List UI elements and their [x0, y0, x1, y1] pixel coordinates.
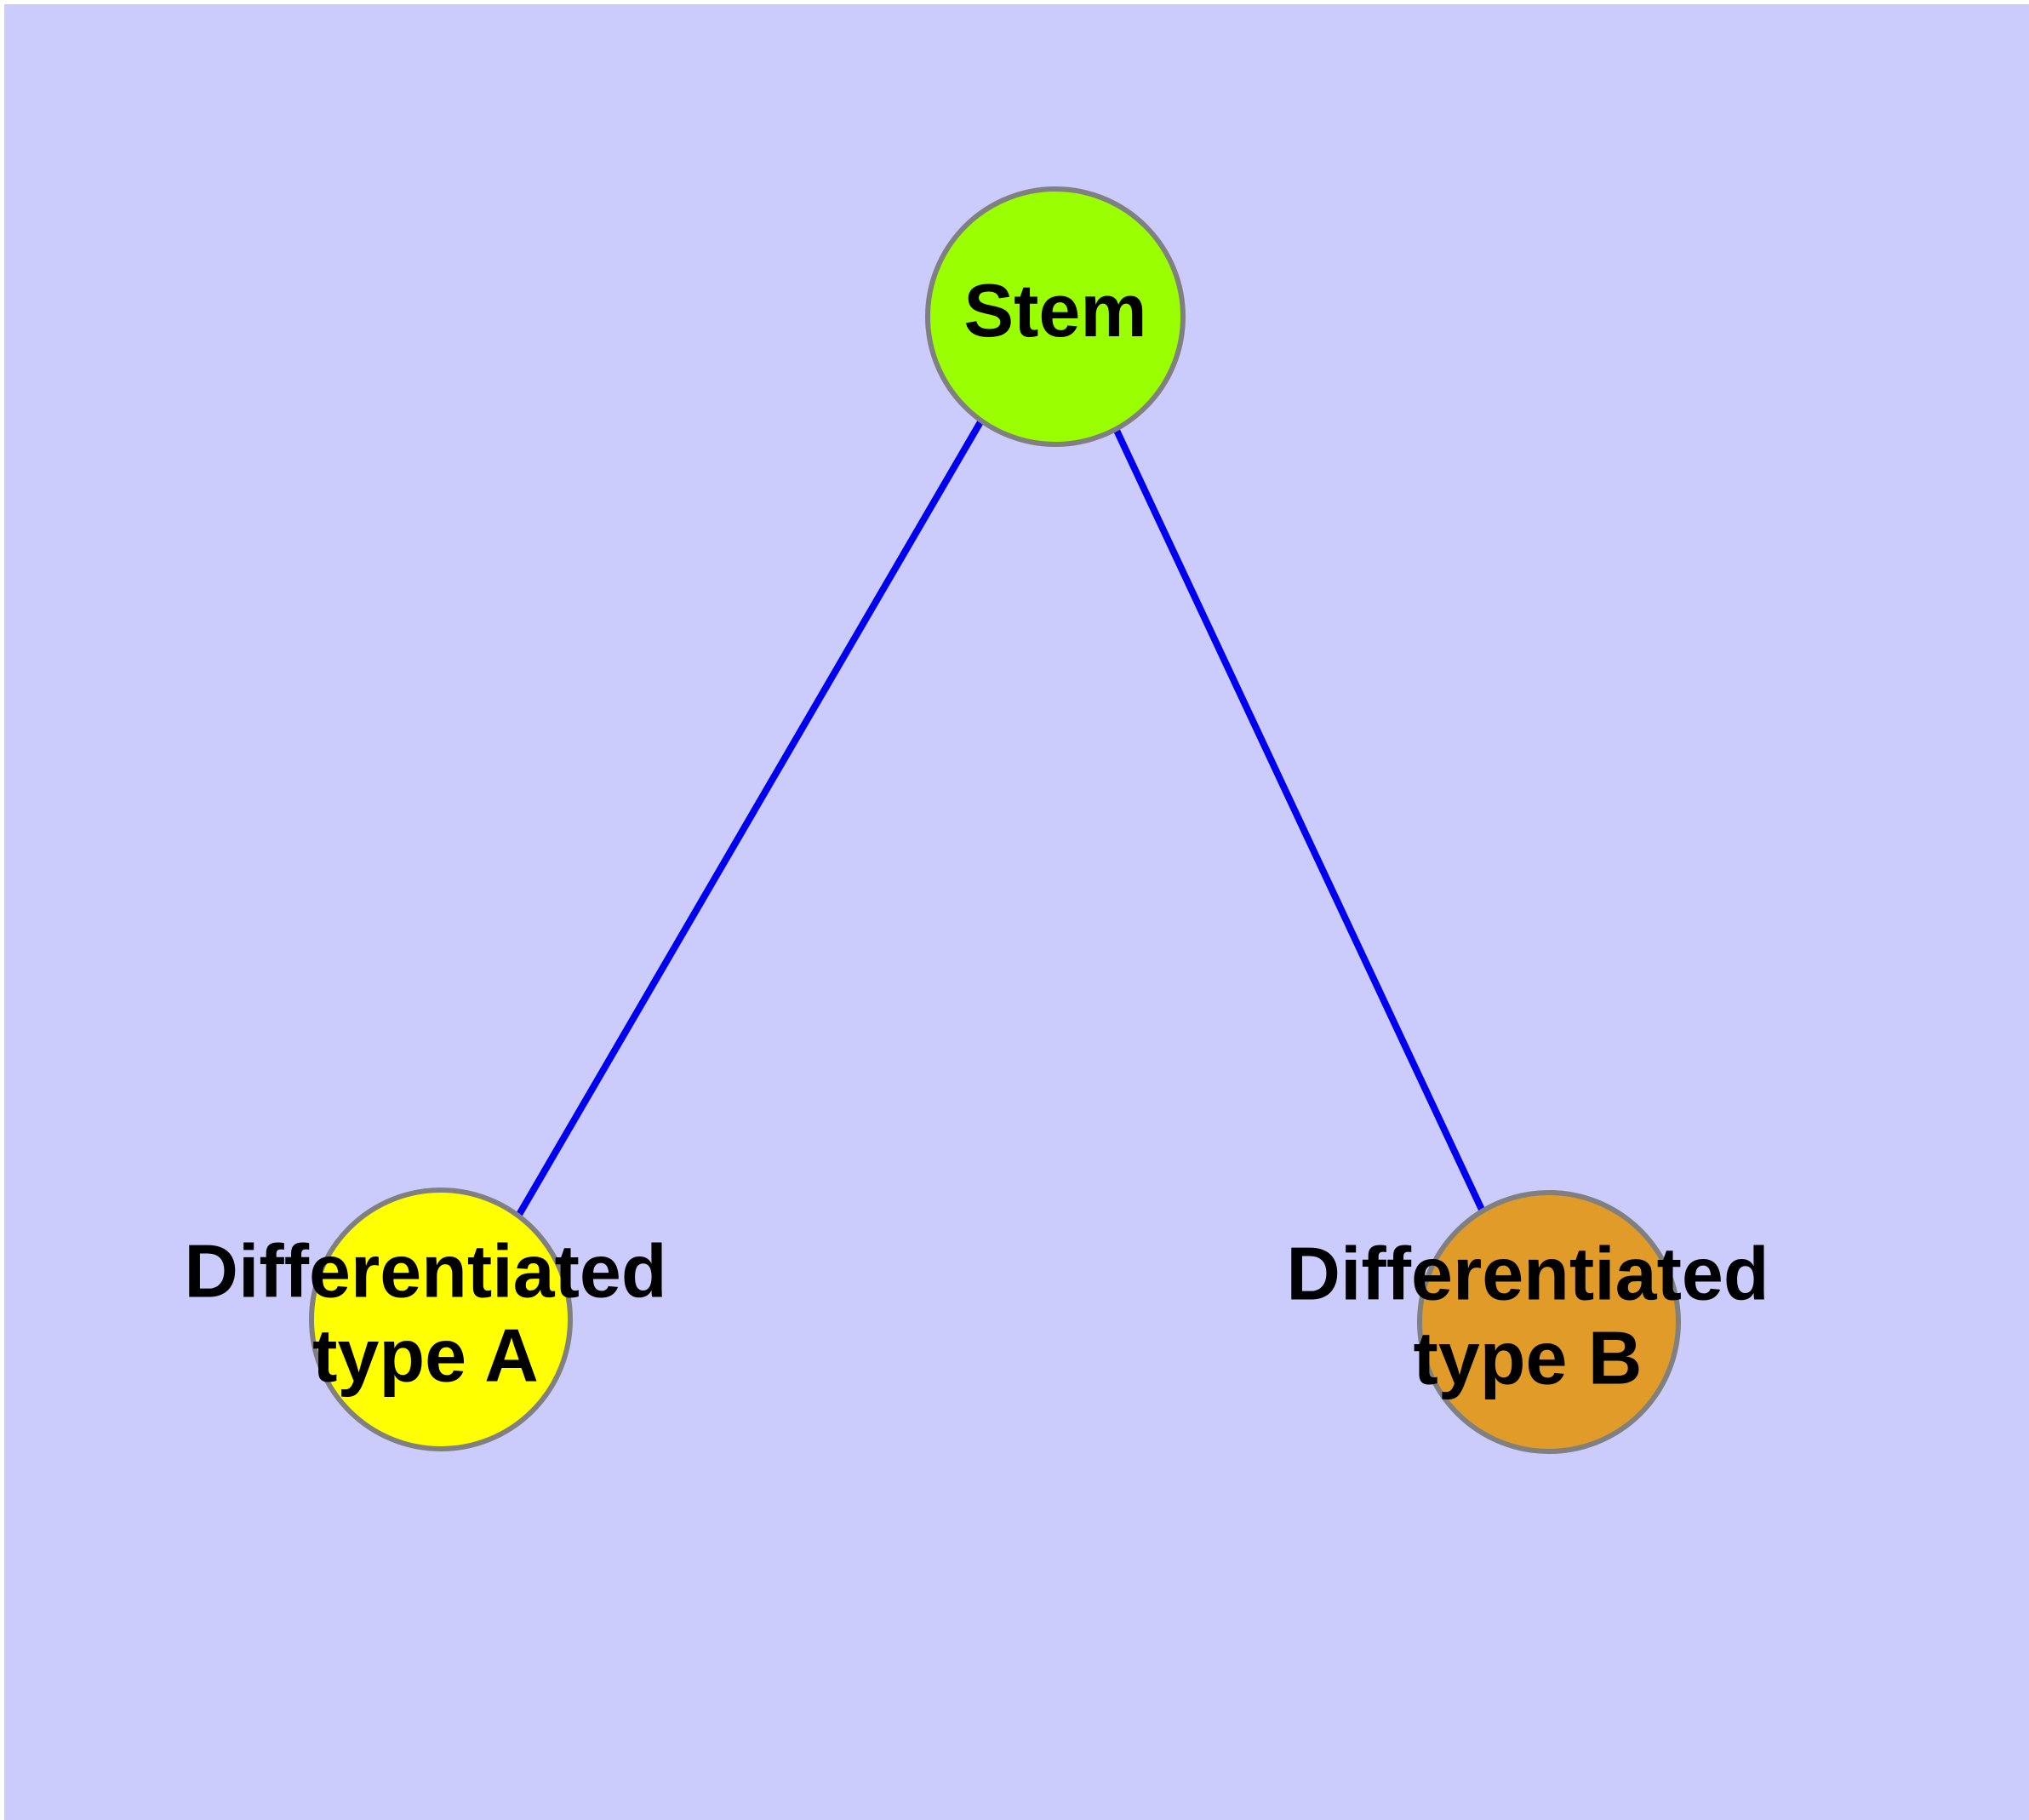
- node-differentiated-type-b[interactable]: [1417, 1190, 1681, 1454]
- nodes-layer: [309, 186, 1681, 1454]
- node-circle-stem[interactable]: [925, 186, 1186, 447]
- edge-stem-to-differentiated-type-a[interactable]: [511, 418, 985, 1226]
- node-stem[interactable]: [925, 186, 1186, 447]
- node-differentiated-type-a[interactable]: [309, 1188, 573, 1451]
- node-circle-differentiated-type-b[interactable]: [1417, 1190, 1681, 1454]
- node-label-line: Differentiated: [1286, 1232, 1769, 1316]
- edge-stem-to-differentiated-type-b[interactable]: [1110, 421, 1492, 1226]
- node-label-line: Differentiated: [184, 1229, 666, 1313]
- node-circle-differentiated-type-a[interactable]: [309, 1188, 573, 1451]
- node-label-line: type A: [312, 1313, 539, 1398]
- node-label-line: Stem: [963, 268, 1146, 352]
- node-label-line: type B: [1414, 1316, 1643, 1400]
- node-label-stem: Stem: [963, 268, 1146, 352]
- edges-layer: [511, 418, 1492, 1226]
